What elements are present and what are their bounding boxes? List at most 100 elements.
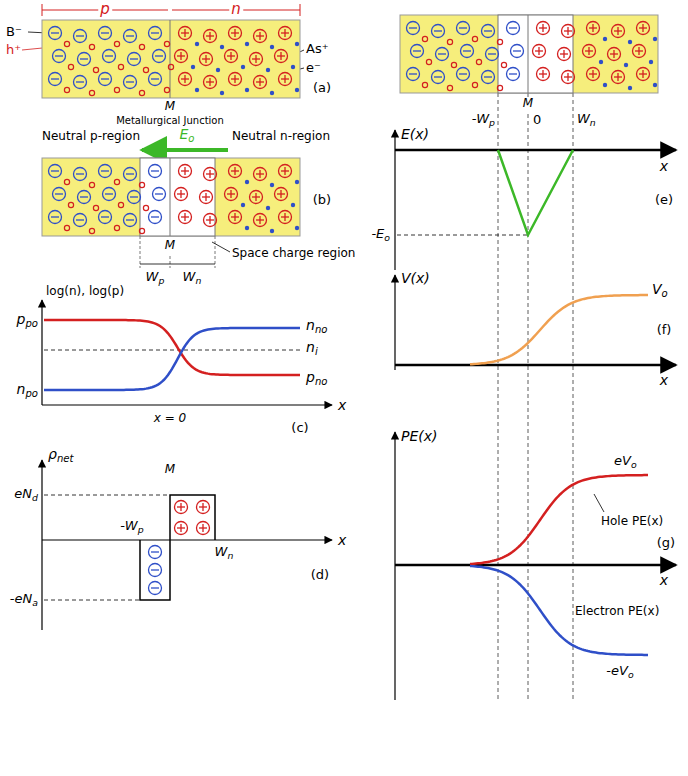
hole	[68, 64, 73, 69]
acceptor-ion	[74, 30, 87, 43]
semiconductor-block	[400, 15, 658, 93]
electron	[266, 68, 270, 72]
junction-label: M	[165, 100, 175, 114]
hole	[143, 205, 148, 210]
level-line	[44, 600, 140, 601]
leader-line	[300, 68, 304, 69]
dimension-line	[215, 236, 216, 268]
region-name: n	[229, 1, 243, 18]
ion-sign	[484, 76, 492, 77]
ion-sign	[459, 27, 467, 28]
donor-ion	[533, 45, 546, 58]
curve-label: Electron PE(x)	[575, 605, 659, 619]
ion-sign	[55, 193, 63, 194]
ion-sign	[130, 196, 138, 197]
ion-sign	[284, 75, 285, 83]
axis-label: x	[660, 572, 668, 588]
donor-ion	[583, 45, 596, 58]
electron	[653, 37, 657, 41]
ion-sign	[255, 193, 256, 201]
acceptor-ion	[457, 68, 470, 81]
donor-ion	[562, 25, 575, 38]
acceptor-ion	[99, 165, 112, 178]
ion-sign	[151, 32, 159, 33]
ion-sign	[459, 73, 467, 74]
hole	[64, 87, 69, 92]
region-tick	[300, 4, 301, 16]
donor-ion	[612, 25, 625, 38]
axis-label: x	[338, 397, 346, 413]
ion-sign	[592, 70, 593, 78]
hole	[476, 59, 481, 64]
ion-sign	[567, 73, 568, 81]
acceptor-ion	[99, 211, 112, 224]
ion-sign	[409, 73, 417, 74]
junction-line	[170, 20, 171, 98]
level-label: ni	[306, 339, 318, 358]
electron	[191, 65, 195, 69]
hole	[89, 228, 94, 233]
donor-ion	[608, 48, 621, 61]
ion-sign	[126, 173, 134, 174]
hole	[118, 202, 123, 207]
ion-sign	[55, 55, 63, 56]
ion-sign	[105, 193, 113, 194]
ion-sign	[151, 587, 159, 588]
acceptor-ion	[128, 53, 141, 66]
ion-sign	[76, 173, 84, 174]
axis-label: x	[660, 372, 668, 388]
ion-sign	[613, 50, 614, 58]
donor-ion	[175, 522, 188, 535]
ion-sign	[51, 216, 59, 217]
acceptor-ion	[74, 214, 87, 227]
acceptor-ion	[49, 27, 62, 40]
panel-tag: (f)	[657, 323, 672, 338]
leader-line	[594, 494, 604, 512]
electron	[628, 86, 632, 90]
ion-sign	[205, 193, 206, 201]
hole	[472, 36, 477, 41]
donor-ion	[200, 53, 213, 66]
acceptor-ion	[49, 165, 62, 178]
level-label: Vo	[652, 281, 668, 300]
ion-sign	[155, 193, 163, 194]
ion-sign	[438, 53, 446, 54]
ion-sign	[509, 27, 517, 28]
donor-ion	[229, 211, 242, 224]
ion-label: B⁻	[6, 25, 22, 40]
donor-ion	[537, 68, 550, 81]
hole	[447, 85, 452, 90]
donor-ion	[254, 168, 267, 181]
region-name: Space charge region	[232, 247, 355, 261]
guide-line	[528, 93, 529, 700]
level-label: nno	[306, 317, 327, 336]
ion-sign	[180, 52, 181, 60]
leader-line	[212, 242, 230, 252]
panel-d	[42, 460, 332, 630]
curve-label: Hole PE(x)	[601, 515, 663, 529]
electron	[216, 68, 220, 72]
charge-block	[140, 540, 170, 600]
field-arrow	[142, 148, 228, 152]
hole	[168, 64, 173, 69]
axis	[395, 149, 676, 152]
electron	[270, 229, 274, 233]
panel-tag: (e)	[655, 193, 673, 208]
electron	[270, 183, 274, 187]
acceptor-ion	[149, 27, 162, 40]
hole	[114, 87, 119, 92]
donor-ion	[279, 73, 292, 86]
ion-sign	[101, 78, 109, 79]
hole	[89, 90, 94, 95]
acceptor-ion	[407, 68, 420, 81]
acceptor-ion	[124, 214, 137, 227]
hole	[114, 41, 119, 46]
hole	[501, 62, 506, 67]
hole	[451, 62, 456, 67]
ion-sign	[230, 52, 231, 60]
carrier-label: e⁻	[306, 61, 321, 76]
ion-sign	[538, 47, 539, 55]
hole	[447, 39, 452, 44]
level-label: eNd	[14, 487, 38, 504]
hole	[139, 44, 144, 49]
